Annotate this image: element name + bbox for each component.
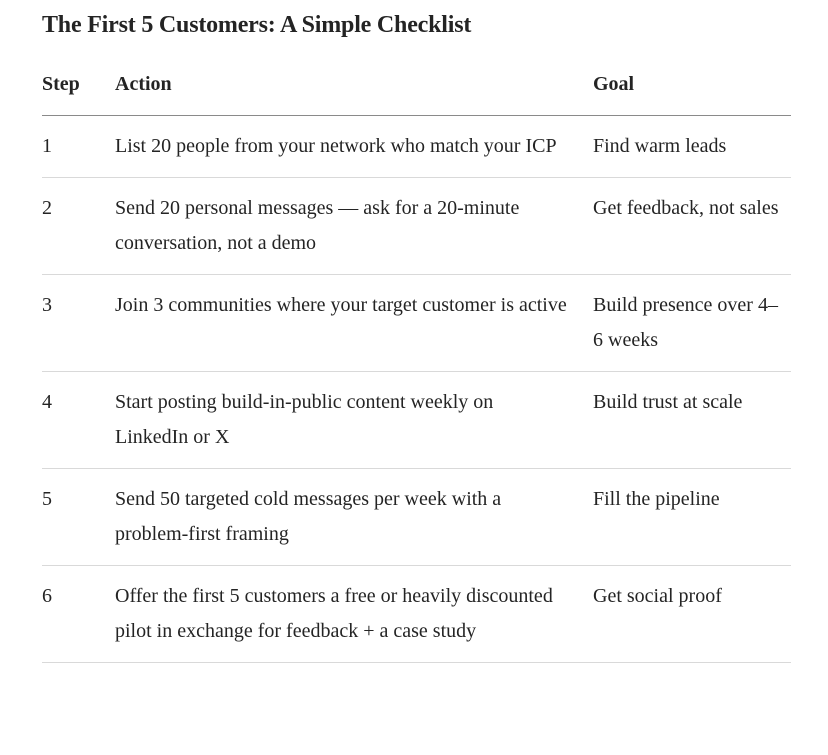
- step-action: Send 50 targeted cold messages per week …: [115, 468, 593, 566]
- table-row: 6 Offer the first 5 customers a free or …: [42, 565, 791, 663]
- step-number: 5: [42, 468, 115, 566]
- step-number: 1: [42, 115, 115, 178]
- step-goal: Get feedback, not sales: [593, 177, 791, 275]
- step-action: List 20 people from your network who mat…: [115, 115, 593, 178]
- step-number: 4: [42, 371, 115, 469]
- column-header-action: Action: [115, 67, 593, 116]
- step-goal: Find warm leads: [593, 115, 791, 178]
- step-action: Send 20 personal messages — ask for a 20…: [115, 177, 593, 275]
- table-header-row: Step Action Goal: [42, 67, 791, 116]
- table-row: 4 Start posting build-in-public content …: [42, 371, 791, 469]
- step-number: 2: [42, 177, 115, 275]
- step-goal: Get social proof: [593, 565, 791, 663]
- column-header-step: Step: [42, 67, 115, 116]
- table-header: Step Action Goal: [42, 67, 791, 116]
- checklist-table: Step Action Goal 1 List 20 people from y…: [42, 67, 791, 663]
- step-action: Join 3 communities where your target cus…: [115, 274, 593, 372]
- step-number: 3: [42, 274, 115, 372]
- column-header-goal: Goal: [593, 67, 791, 116]
- step-goal: Build presence over 4–6 weeks: [593, 274, 791, 372]
- section-title: The First 5 Customers: A Simple Checklis…: [42, 12, 472, 38]
- step-goal: Build trust at scale: [593, 371, 791, 469]
- table-row: 5 Send 50 targeted cold messages per wee…: [42, 468, 791, 566]
- table-row: 3 Join 3 communities where your target c…: [42, 274, 791, 372]
- table-row: 1 List 20 people from your network who m…: [42, 115, 791, 178]
- step-number: 6: [42, 565, 115, 663]
- step-goal: Fill the pipeline: [593, 468, 791, 566]
- step-action: Start posting build-in-public content we…: [115, 371, 593, 469]
- table-body: 1 List 20 people from your network who m…: [42, 115, 791, 663]
- article-section: The First 5 Customers: A Simple Checklis…: [42, 0, 791, 663]
- step-action: Offer the first 5 customers a free or he…: [115, 565, 593, 663]
- table-row: 2 Send 20 personal messages — ask for a …: [42, 177, 791, 275]
